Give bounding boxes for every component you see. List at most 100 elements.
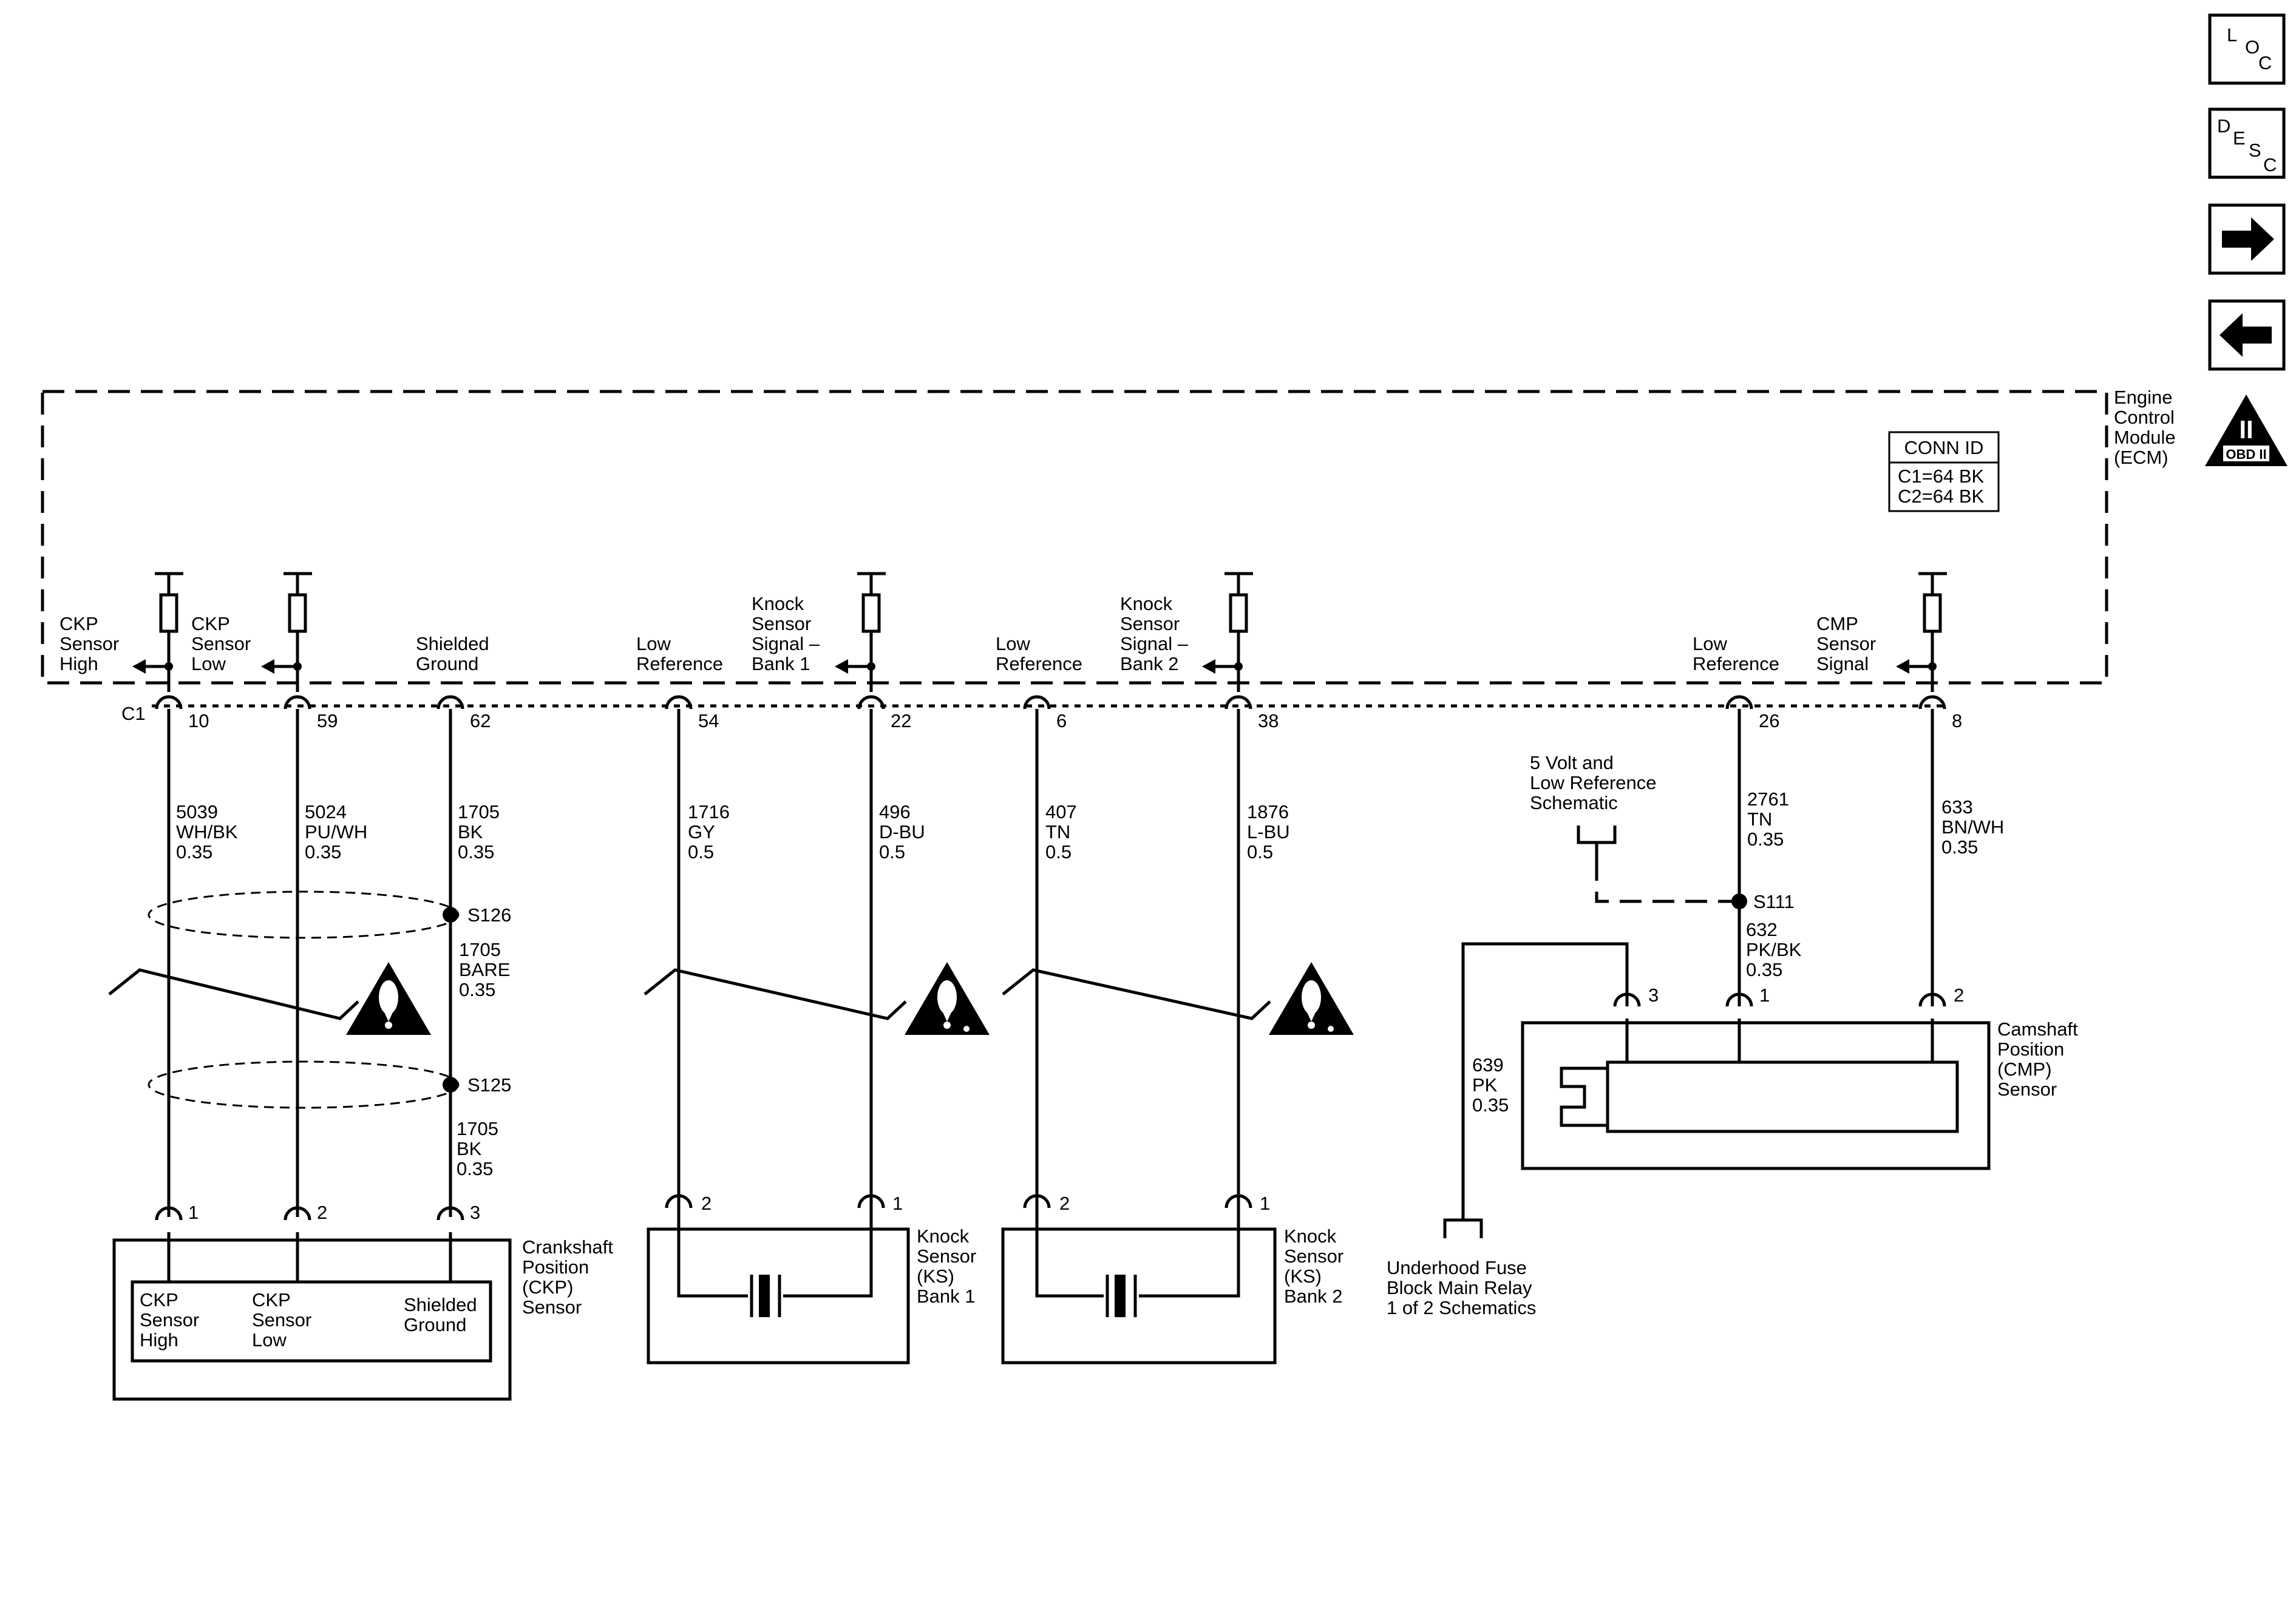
terminal-icon <box>857 695 885 710</box>
pin-function-label: High <box>59 653 98 674</box>
splice-dot <box>443 907 458 923</box>
ckp-pin-number: 3 <box>470 1202 480 1223</box>
wire-breaks <box>108 968 1271 1020</box>
arrow-left-icon <box>1202 659 1243 674</box>
wire-label: 1876 <box>1247 801 1289 822</box>
pin-function-label: Knock <box>1120 593 1173 614</box>
wire-labels: 5039 WH/BK 0.35 5024 PU/WH 0.35 1705 BK … <box>176 788 2004 1179</box>
terminal-icon <box>284 695 311 710</box>
wire-label: 496 <box>879 801 911 822</box>
wire-label: 639 <box>1472 1054 1504 1076</box>
wire-label: BK <box>458 821 483 842</box>
cmp-pin-number: 3 <box>1648 985 1659 1006</box>
pin-function-label: Bank 1 <box>752 653 810 674</box>
wire-label: PK <box>1472 1074 1498 1096</box>
cmp-name: Sensor <box>1997 1079 2057 1100</box>
wire-label: BK <box>457 1138 482 1159</box>
break-line <box>1002 968 1271 1020</box>
terminal-icon <box>1023 1194 1051 1209</box>
wire-label: 0.35 <box>1941 836 1978 858</box>
ckp-inner-label: Sensor <box>140 1309 199 1331</box>
wire-label: 0.35 <box>1747 829 1784 850</box>
resistor-icon <box>1224 572 1253 692</box>
terminal-icon <box>1918 695 1946 710</box>
pin-function-label: Reference <box>1693 653 1779 674</box>
obd-ii-icon: II OBD II <box>2205 395 2288 466</box>
pin-function-label: Signal – <box>752 633 820 654</box>
resistor-icon <box>857 572 886 692</box>
ecm-pin-labels: CKP Sensor High CKP Sensor Low Shielded … <box>59 593 1876 674</box>
wire-label: 1716 <box>688 801 730 822</box>
ckp-sensor: 1 2 3 CKP Sensor High CKP Sensor Low Shi… <box>112 1202 613 1401</box>
desc-button[interactable]: D E S C <box>2208 107 2286 179</box>
cmp-pin-number: 1 <box>1759 985 1770 1006</box>
conn-id-box: CONN ID C1=64 BK C2=64 BK <box>1888 431 2000 512</box>
pin-function-label: CKP <box>191 613 230 634</box>
cmp-name: Position <box>1997 1039 2064 1060</box>
cmp-sensor-inner <box>1606 1060 1959 1133</box>
conn-id-c1: C1=64 BK <box>1898 466 1985 487</box>
five-volt-ref-label: Schematic <box>1530 792 1618 813</box>
piezo-element-icon <box>1106 1275 1137 1317</box>
wire-label: 0.5 <box>688 841 714 863</box>
shield-ellipse <box>148 1060 460 1109</box>
loc-letter: O <box>2245 36 2260 58</box>
underhood-ref-label: 1 of 2 Schematics <box>1387 1297 1536 1318</box>
caution-icon <box>905 962 990 1035</box>
desc-letter: S <box>2249 140 2261 161</box>
wire-label: 0.35 <box>459 979 495 1000</box>
pin-function-label: Low <box>1693 633 1727 654</box>
forward-button[interactable] <box>2208 203 2286 275</box>
wire-label: 407 <box>1045 801 1077 822</box>
ecm-resistors <box>155 572 1947 692</box>
obd-roman: II <box>2239 415 2253 444</box>
ks2-name: Sensor <box>1284 1246 1343 1267</box>
wire-label: 0.35 <box>176 841 212 863</box>
wire-label: 2761 <box>1747 788 1789 810</box>
pin-function-label: Low <box>636 633 671 654</box>
ecm-pin-number: 8 <box>1952 710 1962 731</box>
caution-icon <box>346 962 431 1035</box>
pin-function-label: Low <box>191 653 226 674</box>
ecm-pin-numbers: 10 59 62 54 22 6 38 26 8 <box>188 710 1962 731</box>
ecm-name-line: Module <box>2114 427 2176 448</box>
page-reference-icon <box>1443 1218 1483 1238</box>
desc-letter: C <box>2263 154 2277 175</box>
ckp-inner-label: Shielded <box>404 1294 477 1315</box>
resistor-icon <box>284 572 312 692</box>
wire-label: TN <box>1747 808 1772 830</box>
loc-letter: C <box>2258 52 2272 73</box>
ckp-sensor-outer <box>112 1238 512 1401</box>
wire-label: D-BU <box>879 821 925 842</box>
obd-text: OBD II <box>2226 447 2266 462</box>
back-button[interactable] <box>2208 299 2286 371</box>
ecm-pin-number: 26 <box>1759 710 1779 731</box>
shield-ellipse <box>148 890 460 939</box>
ks2-name: (KS) <box>1284 1266 1322 1287</box>
splice-label: S126 <box>467 904 511 926</box>
wire-label: 5024 <box>305 801 347 822</box>
arrow-left-icon <box>132 659 173 674</box>
arrow-left-icon <box>1896 659 1937 674</box>
pin-function-label: Reference <box>996 653 1082 674</box>
ckp-inner-label: Low <box>252 1329 287 1351</box>
piezo-element-icon <box>750 1275 781 1317</box>
cmp-pin-number: 2 <box>1954 985 1964 1006</box>
terminal-icon <box>1023 695 1051 710</box>
ckp-pin-number: 1 <box>188 1202 199 1223</box>
underhood-fuse-reference: Underhood Fuse Block Main Relay 1 of 2 S… <box>1387 1218 1536 1318</box>
desc-letter: E <box>2233 127 2246 149</box>
ckp-name: (CKP) <box>522 1276 573 1298</box>
terminal-icon <box>1918 992 1946 1007</box>
five-volt-ref-label: 5 Volt and <box>1530 752 1614 773</box>
caution-icon <box>1269 962 1354 1035</box>
ks2-sensor-body <box>1001 1227 1277 1364</box>
terminal-icon <box>155 695 183 710</box>
wire-label: WH/BK <box>176 821 238 842</box>
underhood-ref-label: Block Main Relay <box>1387 1277 1532 1298</box>
arrow-left-icon <box>835 659 875 674</box>
terminal-icon <box>155 1206 183 1221</box>
ecm-boundary <box>41 390 2108 685</box>
wires <box>167 709 1934 1217</box>
loc-button[interactable]: L O C <box>2208 13 2286 85</box>
